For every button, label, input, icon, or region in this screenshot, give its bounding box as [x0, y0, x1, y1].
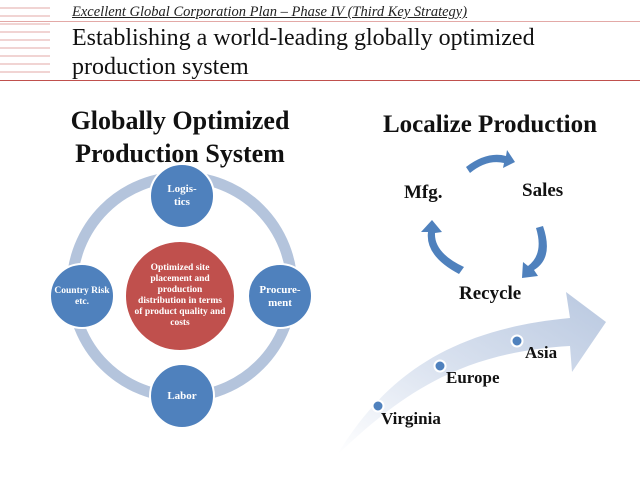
cycle-label-mfg: Mfg. — [404, 182, 443, 203]
node-country-risk — [49, 263, 115, 329]
node-labor-label: Labor — [167, 390, 197, 402]
arrow-recycle-to-mfg — [421, 220, 464, 274]
header-stripes — [0, 7, 50, 73]
arrow-mfg-to-sales — [466, 150, 515, 173]
header-rule-top — [0, 21, 640, 22]
marker-europe — [433, 359, 447, 373]
slide-subtitle: Excellent Global Corporation Plan – Phas… — [72, 4, 468, 20]
left-diagram-heading: Globally Optimized Production System — [70, 106, 290, 168]
growth-arrow — [337, 292, 606, 455]
node-procurement — [247, 263, 313, 329]
node-procurement-label: Procure-ment — [259, 284, 301, 309]
center-node-label: Optimized site placement and production … — [134, 263, 226, 328]
node-logistics-label: Logis-tics — [167, 183, 197, 208]
cycle-arrows — [421, 150, 547, 278]
node-labor — [149, 363, 215, 429]
marker-virginia — [371, 399, 385, 413]
node-logistics — [149, 163, 215, 229]
cycle-label-sales: Sales — [522, 180, 564, 201]
center-node — [124, 240, 236, 352]
region-label-asia: Asia — [525, 343, 558, 362]
node-country-risk-label: Country Risk etc. — [54, 286, 110, 307]
right-diagram-heading: Localize Production — [382, 111, 598, 138]
cycle-label-recycle: Recycle — [459, 283, 522, 304]
region-label-virginia: Virginia — [381, 409, 441, 428]
marker-asia — [510, 334, 524, 348]
region-label-europe: Europe — [446, 368, 500, 387]
header-rule-bottom — [0, 80, 640, 81]
slide-title: Establishing a world-leading globally op… — [72, 25, 535, 80]
arrow-sales-to-recycle — [522, 226, 547, 278]
